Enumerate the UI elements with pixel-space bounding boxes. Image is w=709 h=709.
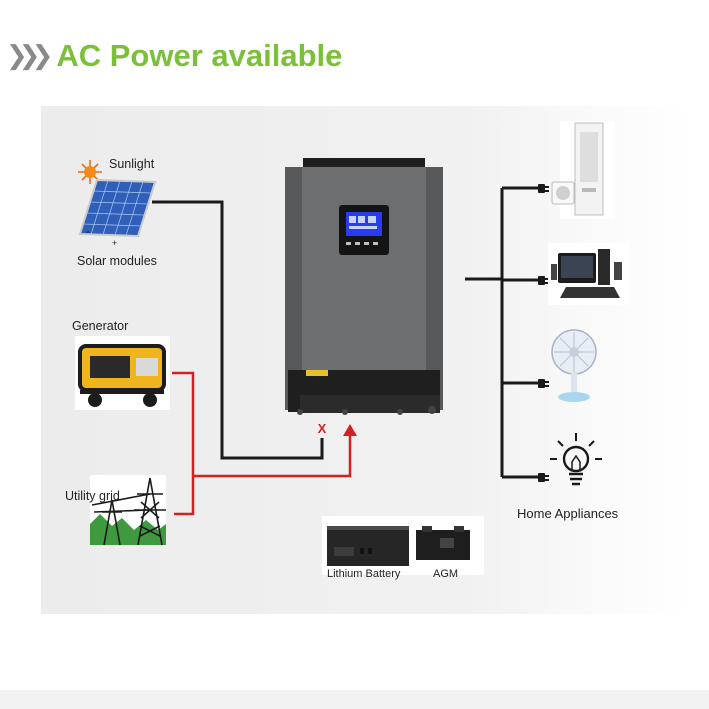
light-bulb-icon — [550, 433, 602, 486]
fan-icon — [551, 329, 597, 402]
solar-minus-label: - — [86, 224, 90, 238]
agm-label: AGM — [433, 568, 459, 580]
footer-band — [0, 690, 709, 709]
utility-grid-label: Utility grid — [65, 489, 120, 503]
inverter-device — [285, 158, 443, 415]
generator-ac-wire — [172, 371, 195, 516]
solar-dc-wire — [152, 200, 324, 460]
home-appliances-label: Home Appliances — [517, 506, 619, 521]
generator-label: Generator — [72, 319, 129, 333]
generator-icon — [75, 336, 170, 410]
blocked-marker: X — [318, 421, 327, 436]
ac-input-arrow — [343, 424, 357, 436]
sunlight-label: Sunlight — [109, 157, 155, 171]
air-conditioner-icon — [551, 121, 615, 219]
page-title: AC Power available — [56, 38, 343, 73]
agm-battery-icon — [416, 526, 470, 560]
ac-input-wire — [193, 436, 352, 478]
section-header: ❯❯❯ AC Power available — [6, 34, 342, 78]
solar-panel-icon — [78, 178, 157, 238]
utility-grid-icon — [90, 475, 166, 546]
sun-icon — [78, 160, 102, 184]
solar-plus-label: + — [112, 238, 118, 248]
computer-icon — [548, 243, 630, 305]
lithium-battery-label: Lithium Battery — [327, 568, 401, 580]
plug-icon — [538, 184, 549, 482]
solar-modules-label: Solar modules — [77, 254, 157, 268]
